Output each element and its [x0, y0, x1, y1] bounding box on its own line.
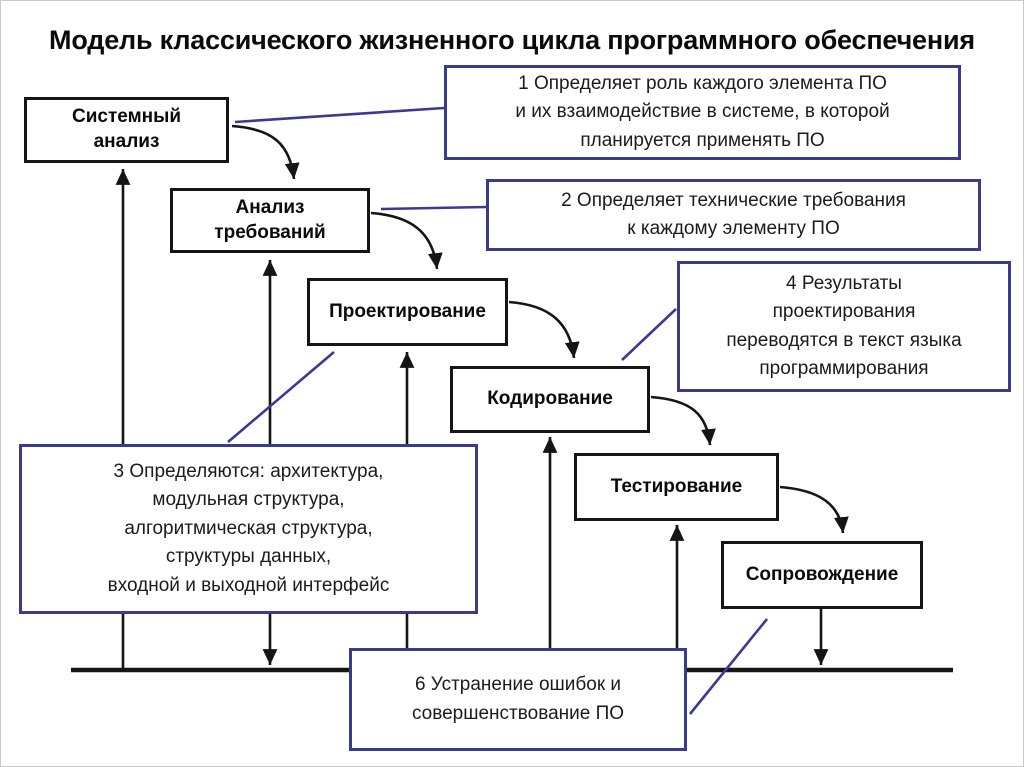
annotation-text: переводятся в текст языка [726, 329, 962, 351]
phase-label: Проектирование [329, 300, 486, 322]
annotation-text: 2 Определяет технические требования [561, 189, 906, 211]
annotation-text: совершенствование ПО [411, 702, 625, 724]
annotation-text: программирования [759, 358, 929, 379]
annotation-box-4: 4 Результаты проектирования переводятся … [677, 261, 1011, 392]
annotation-text: алгоритмическая структура, [124, 517, 373, 539]
annotation-text: и их взаимодействие в системе, в которой [515, 101, 890, 123]
annotation-text: входной и выходной интерфейс [107, 574, 390, 596]
callout-line-annotation-1 [234, 106, 445, 124]
phase-label: анализ [93, 131, 160, 152]
annotation-text: 4 Результаты [786, 272, 902, 294]
cascade-arrow-5-6 [779, 485, 849, 534]
phase-box-maintenance: Сопровождение [721, 541, 923, 609]
phase-box-requirements-analysis: Анализ требований [170, 188, 370, 253]
annotation-text: 3 Определяются: архитектура, [113, 460, 384, 482]
annotation-text: модульная структура, [152, 489, 345, 511]
annotation-box-3: 3 Определяются: архитектура, модульная с… [19, 444, 478, 614]
phase-box-testing: Тестирование [574, 453, 779, 521]
phase-label: требований [214, 221, 326, 243]
cascade-arrow-4-5 [650, 395, 716, 446]
annotation-box-2: 2 Определяет технические требования к ка… [486, 179, 981, 251]
annotation-text: 1 Определяет роль каждого элемента ПО [518, 72, 887, 94]
page-title: Модель классического жизненного цикла пр… [49, 25, 975, 55]
annotation-text: проектирования [772, 301, 916, 322]
phase-label: Кодирование [487, 388, 613, 410]
cascade-arrow-1-2 [231, 124, 300, 180]
phase-label: Сопровождение [745, 563, 899, 585]
callout-line-annotation-4 [621, 308, 677, 361]
phase-label: Анализ [235, 196, 305, 218]
cascade-arrow-3-4 [508, 300, 580, 359]
annotation-text: 6 Устранение ошибок и [414, 674, 622, 695]
callout-line-annotation-2 [380, 205, 487, 211]
annotation-text: к каждому элементу ПО [627, 218, 840, 239]
annotation-text: структуры данных, [165, 546, 332, 568]
cascade-arrow-2-3 [370, 211, 443, 270]
phase-box-coding: Кодирование [450, 366, 650, 433]
phase-box-design: Проектирование [307, 278, 508, 346]
phase-label: Системный [71, 106, 182, 128]
callout-line-annotation-6 [688, 618, 769, 715]
callout-line-annotation-3 [227, 351, 335, 443]
phase-box-system-analysis: Системный анализ [24, 97, 229, 163]
phase-label: Тестирование [610, 475, 743, 497]
annotation-text: планируется применять ПО [580, 129, 825, 151]
annotation-box-1: 1 Определяет роль каждого элемента ПО и … [444, 65, 961, 160]
annotation-box-6: 6 Устранение ошибок и совершенствование … [349, 648, 687, 751]
